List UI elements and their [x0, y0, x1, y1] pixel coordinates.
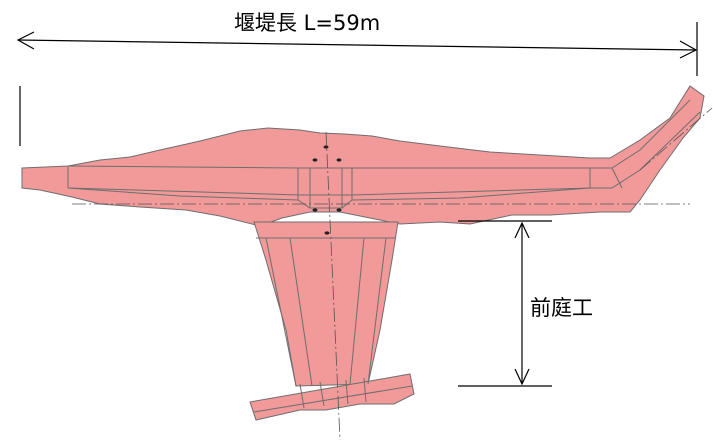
front-apron-label: 前庭工: [530, 296, 593, 320]
arrow-head-bottom: [514, 368, 530, 386]
dam-body: [21, 85, 705, 421]
apron-wall-left-inner2: [289, 237, 313, 387]
spillway-notch: [297, 168, 353, 209]
weir-bend: [611, 167, 623, 189]
front-apron-dimension: [458, 220, 552, 387]
drain-hole: [312, 158, 318, 162]
drain-hole: [323, 145, 329, 149]
front-apron: [253, 221, 399, 387]
structure-lines: [21, 99, 701, 413]
weir-lower-left: [67, 187, 299, 201]
dam-length-label: 堰堤長 L=59m: [234, 11, 380, 35]
dim-line: [17, 39, 697, 51]
center-lines: [72, 107, 713, 441]
arrow-head-top: [514, 221, 530, 239]
subdam-mid: [253, 385, 413, 413]
subdam-div4: [363, 377, 367, 403]
stream-axis: [325, 131, 341, 441]
sub-dam: [249, 373, 415, 421]
drain-hole: [312, 208, 318, 212]
drain-hole: [336, 158, 342, 162]
drain-hole: [324, 231, 330, 235]
arrow-head-right: [679, 40, 698, 59]
arrow-head-left: [16, 31, 35, 50]
apron-wall-left-inner: [265, 237, 297, 387]
subdam-div3: [345, 379, 349, 405]
weir-lower-right: [351, 187, 591, 201]
drain-holes: [312, 145, 342, 235]
apron-wall-right-inner2: [349, 237, 365, 385]
main-weir: [21, 85, 705, 227]
right-bank-axis: [639, 107, 713, 171]
subdam-div1: [299, 383, 305, 409]
dam-length-dimension: [16, 22, 698, 146]
drain-hole: [336, 208, 342, 212]
subdam-div2: [319, 381, 325, 407]
apron-wall-right-inner: [367, 237, 387, 385]
